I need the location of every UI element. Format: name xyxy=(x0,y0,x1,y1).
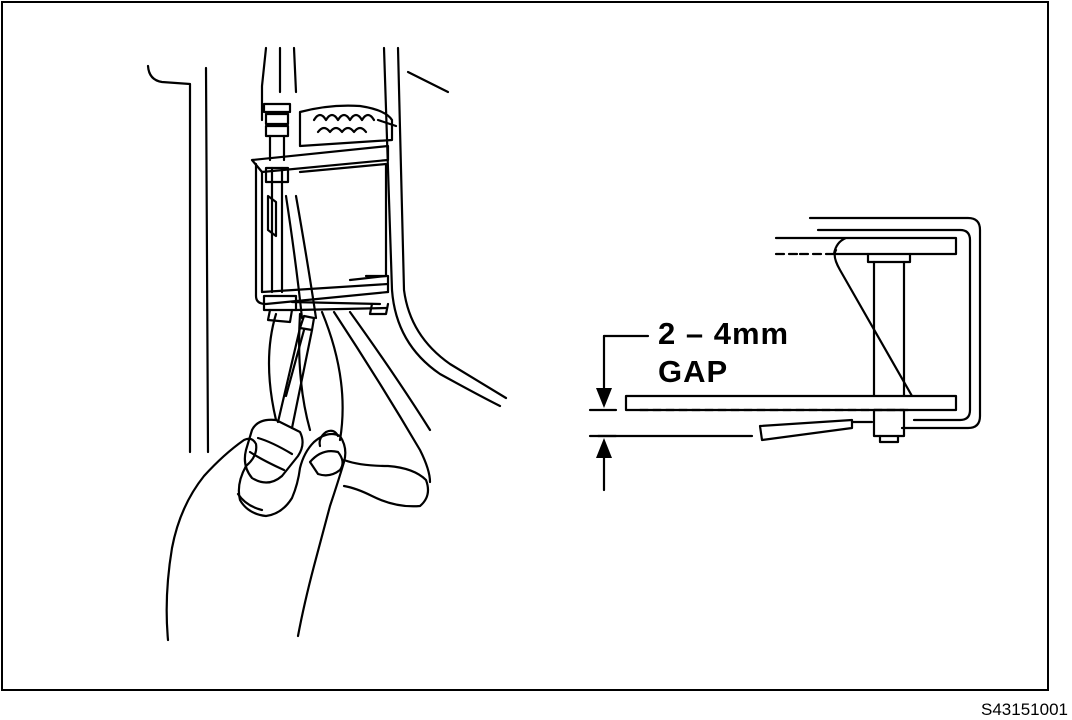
gap-range-label: 2 – 4mm xyxy=(658,316,790,351)
arrow-up-icon xyxy=(596,438,612,458)
gap-word-label: GAP xyxy=(658,354,729,389)
hand xyxy=(165,429,430,642)
screwdriver xyxy=(243,314,316,484)
bracket-diagram xyxy=(596,216,982,444)
door-trim-lines xyxy=(267,194,432,484)
door-panel-outline xyxy=(146,46,508,454)
figure-frame xyxy=(1,1,1049,691)
arrow-down-icon xyxy=(596,388,612,408)
figure-code: S43151001 xyxy=(981,700,1068,719)
mechanism-bracket xyxy=(250,102,398,324)
gap-arrows xyxy=(596,388,612,458)
gap-dimension xyxy=(588,334,650,492)
